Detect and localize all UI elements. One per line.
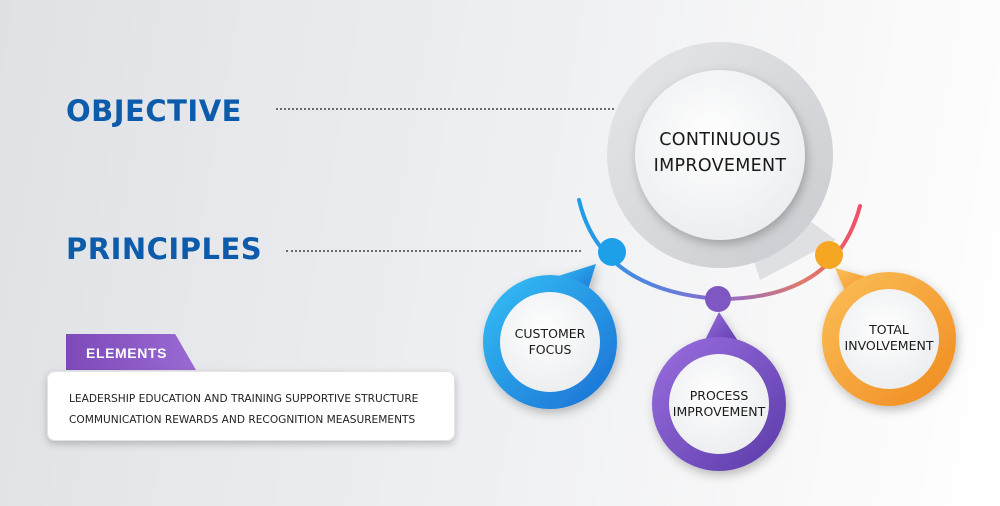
total-involvement-node — [822, 268, 956, 406]
principles-heading: PRINCIPLES — [66, 232, 263, 266]
continuous-improvement-label: CONTINUOUS IMPROVEMENT — [654, 127, 787, 180]
customer-line-1: CUSTOMER — [514, 325, 586, 341]
total-line-1: TOTAL — [869, 321, 909, 337]
center-line-1: CONTINUOUS — [659, 129, 781, 150]
process-improvement-label: PROCESS IMPROVEMENT — [673, 388, 765, 421]
continuous-improvement-circle — [607, 42, 836, 280]
process-line-2: IMPROVEMENT — [672, 404, 766, 419]
process-improvement-node — [652, 312, 786, 471]
total-involvement-label: TOTAL INVOLVEMENT — [845, 322, 934, 355]
elements-line-2: COMMUNICATION REWARDS AND RECOGNITION ME… — [69, 414, 416, 426]
total-involvement-dot — [815, 241, 843, 269]
process-line-1: PROCESS — [689, 387, 749, 403]
elements-box: LEADERSHIP EDUCATION AND TRAINING SUPPOR… — [47, 371, 455, 441]
center-line-2: IMPROVEMENT — [653, 156, 787, 176]
customer-focus-dot — [598, 238, 626, 266]
customer-focus-node — [483, 264, 617, 409]
customer-focus-label: CUSTOMER FOCUS — [515, 326, 586, 359]
objective-heading: OBJECTIVE — [66, 94, 242, 128]
process-improvement-dot — [705, 286, 731, 312]
total-line-2: INVOLVEMENT — [844, 338, 934, 353]
principles-connector — [286, 250, 581, 252]
objective-connector — [276, 108, 614, 110]
customer-line-2: FOCUS — [528, 342, 572, 357]
elements-tab: ELEMENTS — [66, 334, 196, 370]
elements-line-1: LEADERSHIP EDUCATION AND TRAINING SUPPOR… — [69, 393, 419, 405]
